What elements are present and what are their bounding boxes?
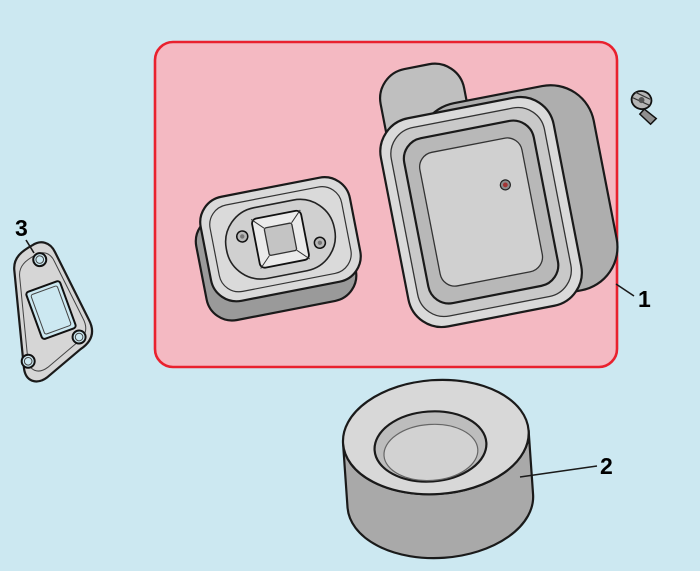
callout-1-leader	[615, 283, 635, 297]
cover-inner-contour	[209, 186, 352, 293]
callout-2-leader	[519, 465, 598, 478]
callout-1-label: 1	[638, 286, 651, 312]
part-air-box-housing	[379, 62, 619, 329]
filter-hole-interior	[383, 423, 479, 482]
housing-back-wall	[418, 137, 544, 287]
part-air-box-cover	[194, 176, 362, 322]
housing-mount-hole-center	[502, 182, 508, 188]
gasket-bolt-hole-top	[32, 252, 48, 268]
cover-screw-hole-2-center	[317, 240, 323, 245]
part-air-filter-element	[341, 378, 535, 560]
gasket-center-slot	[25, 280, 77, 340]
cover-screw-hole-1-center	[240, 234, 245, 239]
gasket-bolt-hole-top-inner	[35, 255, 45, 264]
part-intake-gasket	[13, 241, 94, 383]
cover-port-bevel-lines	[250, 209, 311, 269]
clip-foot	[638, 108, 658, 126]
gasket-center-slot-inner	[30, 285, 72, 335]
gasket-bolt-hole-right	[71, 329, 87, 345]
gasket-bolt-hole-bottom-inner	[23, 356, 33, 366]
gasket-bolt-hole-bottom	[20, 353, 36, 369]
callout-3-label: 3	[15, 215, 28, 241]
gasket-inner-contour	[19, 252, 87, 372]
gasket-bolt-hole-right-inner	[74, 332, 84, 342]
part-clip-fastener	[630, 90, 658, 126]
cover-square-port-inner	[263, 222, 298, 256]
clip-center	[638, 97, 645, 104]
callout-3-leader	[25, 239, 35, 254]
callout-2-label: 2	[600, 453, 613, 479]
